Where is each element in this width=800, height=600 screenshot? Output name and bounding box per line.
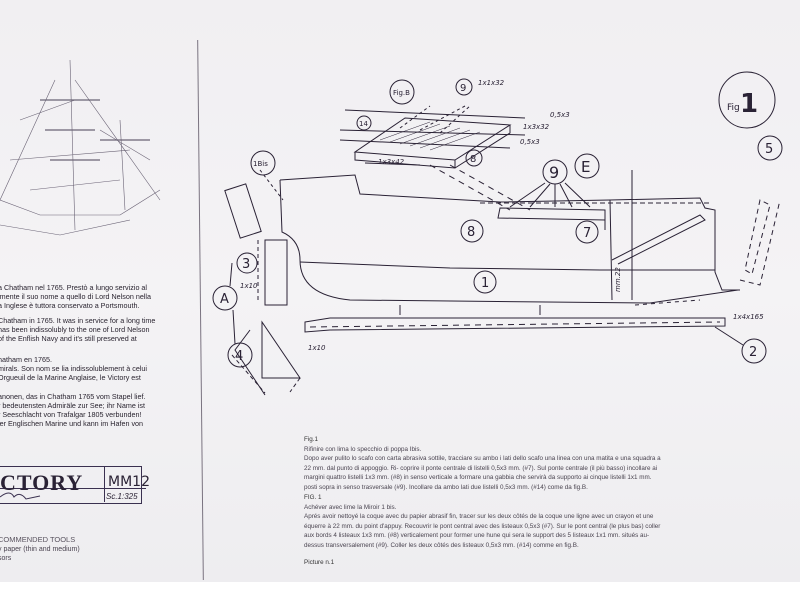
text-line: Chatham in 1765. It was in service for a…	[0, 316, 156, 325]
text-line: has been indissolubly to the one of Lord…	[0, 325, 150, 334]
dimension-label: 1x3x42	[378, 158, 405, 166]
label-5: 5	[765, 142, 773, 157]
label-9: 9	[460, 83, 466, 94]
assembly-diagram: Fig 1 Fig.B 9 14 8 9 E 8 7 1 1Bis 3 A 4 …	[0, 59, 783, 396]
model-title: CTORY	[0, 470, 84, 495]
fig-circle	[718, 71, 776, 129]
section-heading: Picture n.1	[304, 559, 335, 566]
dimension-label: 0,5x3	[550, 111, 570, 119]
text-line: Orgueuil de la Marine Anglaise, le Victo…	[0, 373, 141, 382]
text-line: posti sopra in senso trasversale (#9). I…	[304, 483, 588, 491]
label-e: E	[581, 158, 590, 176]
label-2: 2	[749, 345, 757, 360]
text-line: hatham en 1765.	[0, 355, 52, 364]
model-scale: Sc.1:325	[106, 492, 138, 501]
text-line: a Chatham nel 1765. Prestò a lungo servi…	[0, 283, 148, 292]
text-line: 22 mm. dal punto di appoggio. Ri- coprir…	[304, 464, 658, 472]
section-heading: Fig.1	[304, 436, 318, 443]
fig-b-circle	[389, 79, 415, 105]
dimension-label: 0,5x3	[520, 138, 540, 146]
text-line: anonen, das in Chatham 1765 vom Stapel l…	[0, 392, 146, 401]
text-line: r bedeutensten Admiräle zur See; ihr Nam…	[0, 401, 146, 410]
label-8: 8	[470, 154, 476, 165]
text-line: Rifinire con lima lo specchio di poppa I…	[304, 445, 422, 453]
label-a: A	[220, 292, 229, 307]
title-block	[0, 466, 142, 504]
text-line: ler Englischen Marine und kann im Hafen …	[0, 419, 144, 428]
text-line: mirals. Son nom se lia indissolublement …	[0, 364, 148, 373]
text-line: équerre à 22 mm. du point d'appuy. Recou…	[304, 522, 661, 530]
fig-b-label: Fig.B	[393, 89, 410, 97]
tools-item: sors	[0, 555, 12, 562]
dimension-label: mm.22	[614, 267, 622, 292]
text-line: of the Enflish Navy and it's still prese…	[0, 334, 137, 343]
stern-piece	[264, 239, 288, 306]
keel-strip	[304, 317, 726, 333]
text-line: aux bords 4 listeaux 1x3 mm. (#8) vertic…	[304, 532, 650, 540]
instruction-sheet: Fig 1 Fig.B 9 14 8 9 E 8 7 1 1Bis 3 A 4 …	[0, 0, 800, 582]
ship-rigging-sketch	[0, 59, 161, 236]
label-14: 14	[359, 120, 368, 128]
dimension-label: 1x4x165	[733, 313, 764, 321]
hull-outline	[279, 170, 740, 306]
code-cell	[104, 466, 147, 502]
instructions-italian: Fig.1 Rifinire con lima lo specchio di p…	[304, 435, 661, 493]
label-9: 9	[549, 163, 559, 182]
text-line: r Seeschlacht von Trafalgar 1805 verbund…	[0, 410, 142, 419]
label-3: 3	[242, 257, 250, 272]
dimension-label: 1x10	[308, 344, 326, 352]
label-1: 1	[481, 276, 489, 291]
tools-item: y paper (thin and medium)	[0, 546, 80, 553]
transom-piece	[224, 183, 262, 239]
signature	[0, 492, 41, 500]
label-8: 8	[467, 225, 475, 240]
text-line: Aprés avoir nettoyé la coque avec du pap…	[304, 513, 654, 521]
text-line: Dopo aver pulito lo scafo con carta abra…	[304, 455, 661, 463]
instructions-french: FIG. 1 Achéver avec lime la Miroir 1 bis…	[304, 493, 660, 551]
label-7: 7	[583, 226, 591, 241]
text-line: Achéver avec lime la Miroir 1 bis.	[304, 503, 397, 511]
title-divider	[0, 488, 146, 489]
tools-heading: COMMENDED TOOLS	[0, 535, 76, 544]
instructions-english: Picture n.1	[304, 558, 334, 568]
fig-number: 1	[740, 89, 758, 119]
text-line: a Inglese è tuttora conservato a Portsmo…	[0, 301, 140, 310]
fig-b-platform	[339, 105, 531, 211]
label-1bis: 1Bis	[253, 160, 268, 168]
text-line: margini quattro listelli 1x3 mm. (#8) in…	[304, 474, 652, 482]
text-line: lmente il suo nome a quello di Lord Nels…	[0, 292, 152, 301]
fig-label: Fig	[727, 103, 740, 113]
text-line: dessus transversalement (#9). Coller les…	[304, 541, 579, 549]
section-heading: FIG. 1	[304, 494, 322, 501]
dimension-label: 1x3x32	[523, 123, 550, 131]
model-code: MM12	[108, 474, 150, 490]
dimension-label: 1x10	[240, 282, 258, 290]
dimension-label: 1x1x32	[478, 79, 505, 87]
label-4: 4	[235, 349, 243, 364]
